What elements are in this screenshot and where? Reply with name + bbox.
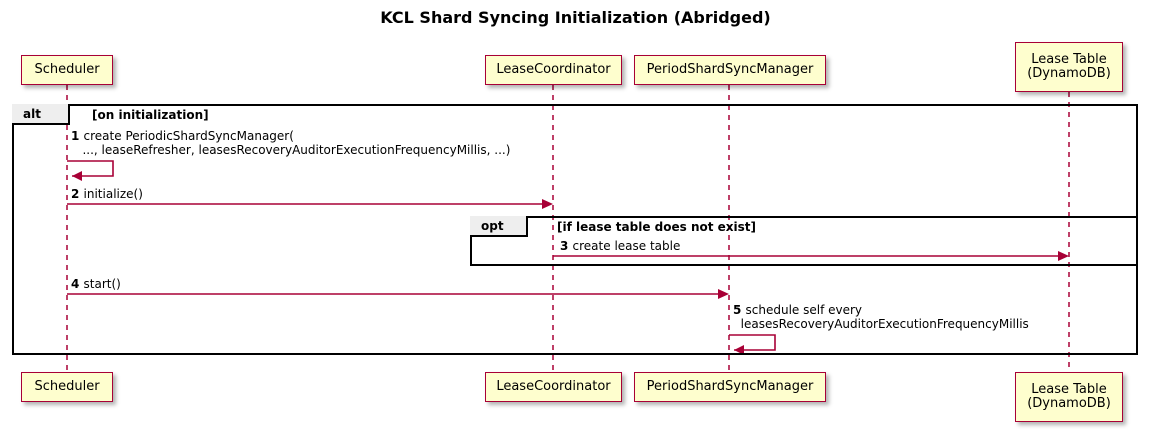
message-1-text: create PeriodicShardSyncManager( ..., le… [82,129,511,157]
message-5-self-arrow [729,334,776,351]
participant-scheduler-top[interactable]: Scheduler [21,55,113,85]
message-1-arrowhead [72,171,82,181]
message-4-text: start() [83,277,121,291]
participant-lease-coordinator-top[interactable]: LeaseCoordinator [485,55,622,85]
participant-period-shard-sync-manager-top[interactable]: PeriodShardSyncManager [634,55,826,85]
message-3-number: 3 [560,239,573,253]
message-4-arrowhead [718,289,729,299]
message-4-label: 4 start() [71,277,121,291]
message-5-text: schedule self every leasesRecoveryAudito… [740,303,1029,331]
message-3-label: 3 create lease table [560,239,680,253]
fragment-alt-operator-label: alt [12,104,70,125]
fragment-alt-guard: [on initialization] [92,108,209,122]
message-2-text: initialize() [83,187,143,201]
message-3-arrowhead [1058,251,1069,261]
message-2-label: 2 initialize() [71,187,143,201]
fragment-opt-lease-table-missing [470,216,1138,266]
message-5-label: 5 schedule self every leasesRecoveryAudi… [733,303,1029,331]
message-4-number: 4 [71,277,84,291]
message-2-number: 2 [71,187,84,201]
fragment-opt-guard: [if lease table does not exist] [557,220,757,234]
participant-lease-table-bottom[interactable]: Lease Table (DynamoDB) [1015,372,1123,422]
participant-lease-table-top[interactable]: Lease Table (DynamoDB) [1015,42,1123,92]
participant-period-shard-sync-manager-bottom[interactable]: PeriodShardSyncManager [634,372,826,402]
participant-lease-coordinator-bottom[interactable]: LeaseCoordinator [485,372,622,402]
message-3-text: create lease table [572,239,681,253]
message-2-arrowhead [542,199,553,209]
participant-scheduler-bottom[interactable]: Scheduler [21,372,113,402]
message-5-number: 5 [733,303,746,317]
message-1-label: 1 create PeriodicShardSyncManager( ..., … [71,129,510,157]
message-1-self-arrow [67,160,114,177]
message-1-number: 1 [71,129,84,143]
page-title: KCL Shard Syncing Initialization (Abridg… [380,8,771,27]
message-5-arrowhead [734,345,744,355]
fragment-opt-operator-label: opt [470,216,528,237]
